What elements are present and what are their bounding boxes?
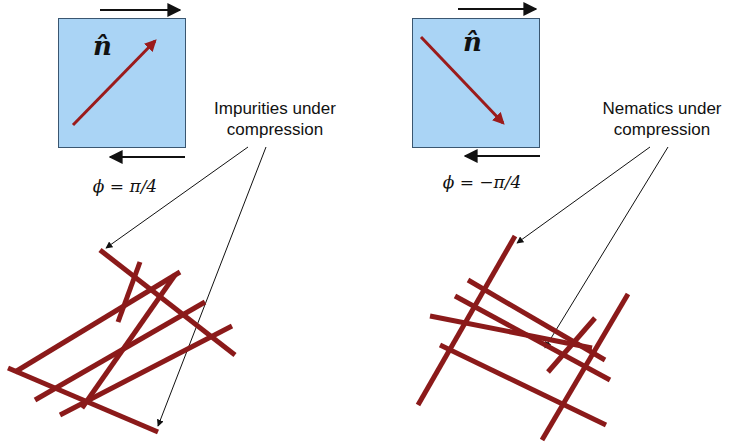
director-label: n̂ — [93, 33, 112, 59]
angle-label: ϕ = π/4 — [93, 176, 157, 196]
annotation-label: Impurities under compression — [200, 98, 350, 140]
rods — [8, 236, 628, 440]
shear-box: n̂ — [412, 18, 540, 148]
shear-box: n̂ — [58, 18, 186, 148]
director-label: n̂ — [463, 29, 482, 55]
leader-lines — [106, 147, 668, 426]
angle-label: ϕ = −π/4 — [443, 172, 522, 192]
director-arrow — [59, 19, 187, 149]
annotation-label: Nematics under compression — [597, 98, 727, 140]
